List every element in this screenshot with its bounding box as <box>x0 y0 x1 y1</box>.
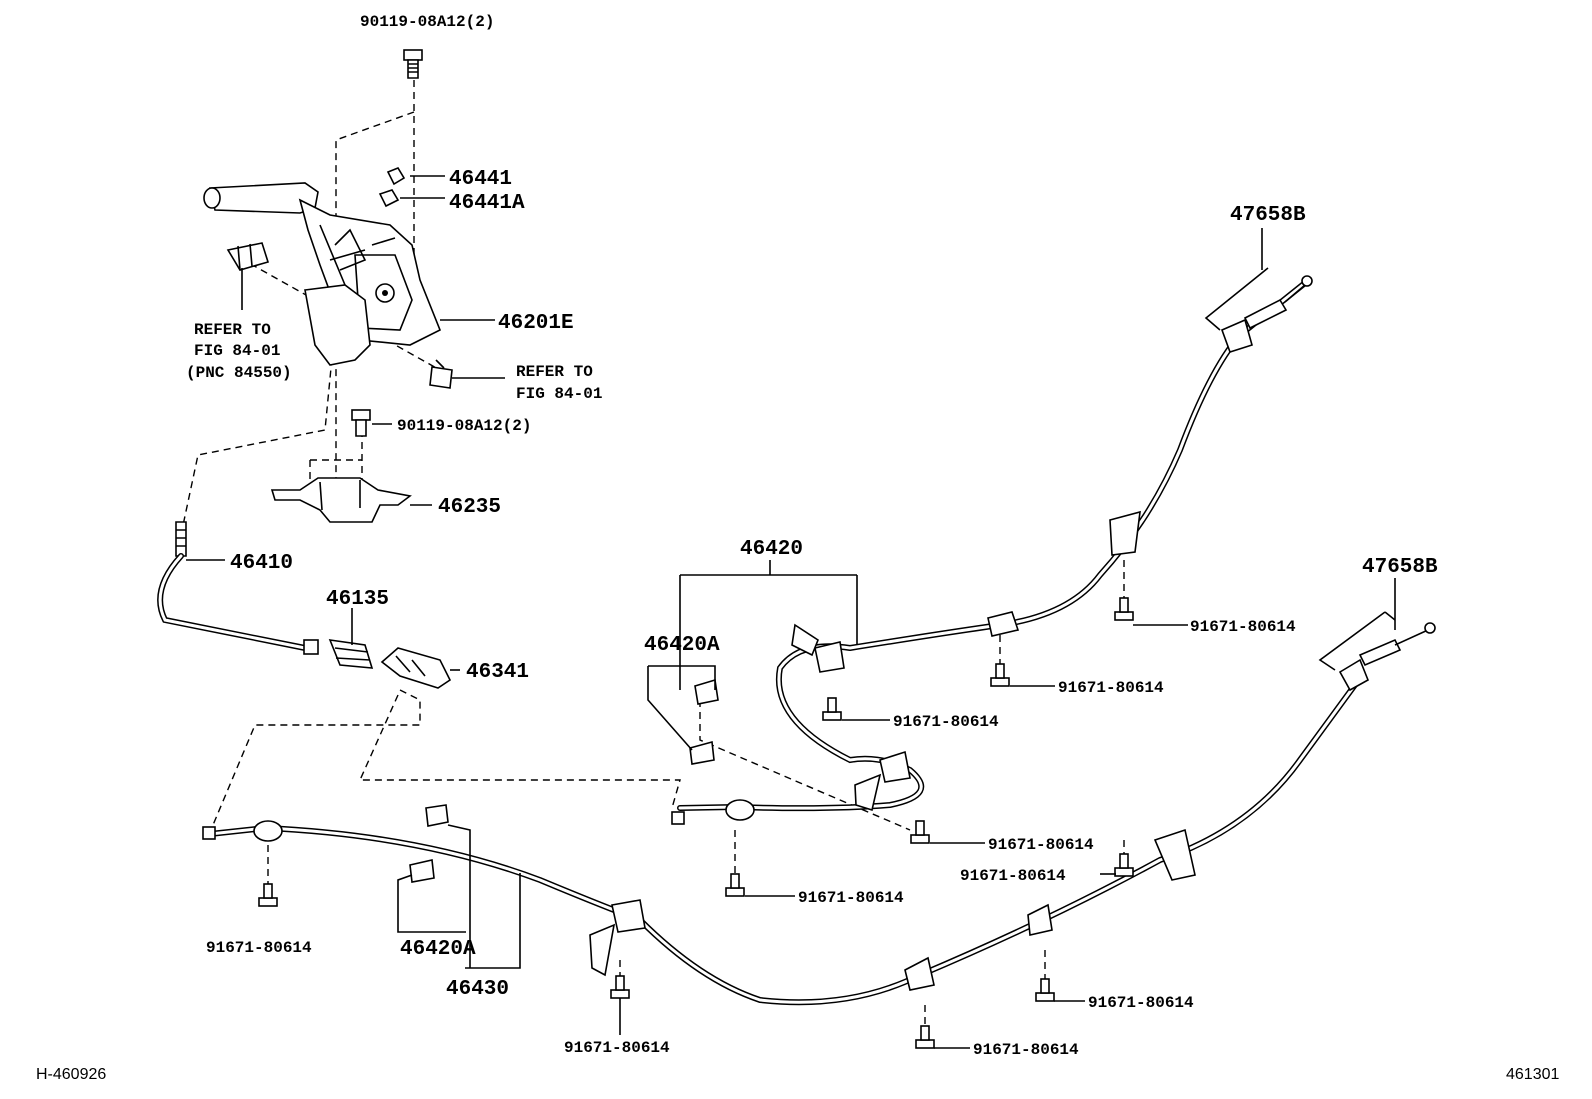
refer-left-line2: FIG 84-01 <box>194 342 280 360</box>
brake-switch-part <box>226 242 270 310</box>
cover-part <box>380 647 452 689</box>
label-clip-left: 46420A <box>400 938 476 961</box>
label-spring-lower: 47658B <box>1362 556 1438 579</box>
figure-code-right: 461301 <box>1506 1066 1559 1083</box>
leader-lines <box>186 175 1396 1049</box>
right-rear-cable-part <box>671 267 1313 825</box>
label-clip-right: 46420A <box>644 634 720 657</box>
callout-labels: 90119-08A12(2) 46441 46441A 46201E REFER… <box>36 13 1559 1083</box>
label-spring-upper: 47658B <box>1230 204 1306 227</box>
left-clip-parts <box>409 804 449 883</box>
parking-brake-lever <box>203 182 442 366</box>
label-screw-10: 91671-80614 <box>564 1039 670 1057</box>
bracket-46235-part <box>270 477 412 523</box>
label-bracket: 46235 <box>438 496 501 519</box>
label-cable-right-asm: 46420 <box>740 538 803 561</box>
refer-left-line1: REFER TO <box>194 321 271 339</box>
label-screw-9: 91671-80614 <box>973 1041 1079 1059</box>
left-rear-cable-part <box>202 611 1436 1006</box>
bushing-parts <box>378 167 406 208</box>
refer-bolt-part <box>429 359 453 389</box>
equalizer-part <box>328 639 374 669</box>
label-cable-left-asm: 46430 <box>446 978 509 1001</box>
label-screw-6: 91671-80614 <box>798 889 904 907</box>
label-screw-7: 91671-80614 <box>206 939 312 957</box>
bolt-mid-part <box>351 409 371 437</box>
label-screw-4: 91671-80614 <box>988 836 1094 854</box>
label-screw-2: 91671-80614 <box>1058 679 1164 697</box>
label-bushing: 46441 <box>449 168 512 191</box>
label-bolt-top: 90119-08A12(2) <box>360 13 494 31</box>
label-front-cable: 46410 <box>230 552 293 575</box>
label-screw-5: 91671-80614 <box>960 867 1066 885</box>
screw-parts <box>258 597 1134 1049</box>
label-bolt-mid: 90119-08A12(2) <box>397 417 531 435</box>
label-bushing-a: 46441A <box>449 192 525 215</box>
bolt-top-part <box>403 49 423 79</box>
right-clip-parts <box>689 678 719 765</box>
front-cable-part <box>157 521 319 655</box>
refer-right-line1: REFER TO <box>516 363 593 381</box>
refer-right-line2: FIG 84-01 <box>516 385 602 403</box>
label-equalizer: 46135 <box>326 588 389 611</box>
refer-left-line3: (PNC 84550) <box>186 364 292 382</box>
label-screw-8: 91671-80614 <box>1088 994 1194 1012</box>
label-screw-1: 91671-80614 <box>1190 618 1296 636</box>
label-screw-3: 91671-80614 <box>893 713 999 731</box>
figure-code-left: H-460926 <box>36 1066 106 1083</box>
label-cover: 46341 <box>466 661 529 684</box>
label-lever: 46201E <box>498 312 574 335</box>
